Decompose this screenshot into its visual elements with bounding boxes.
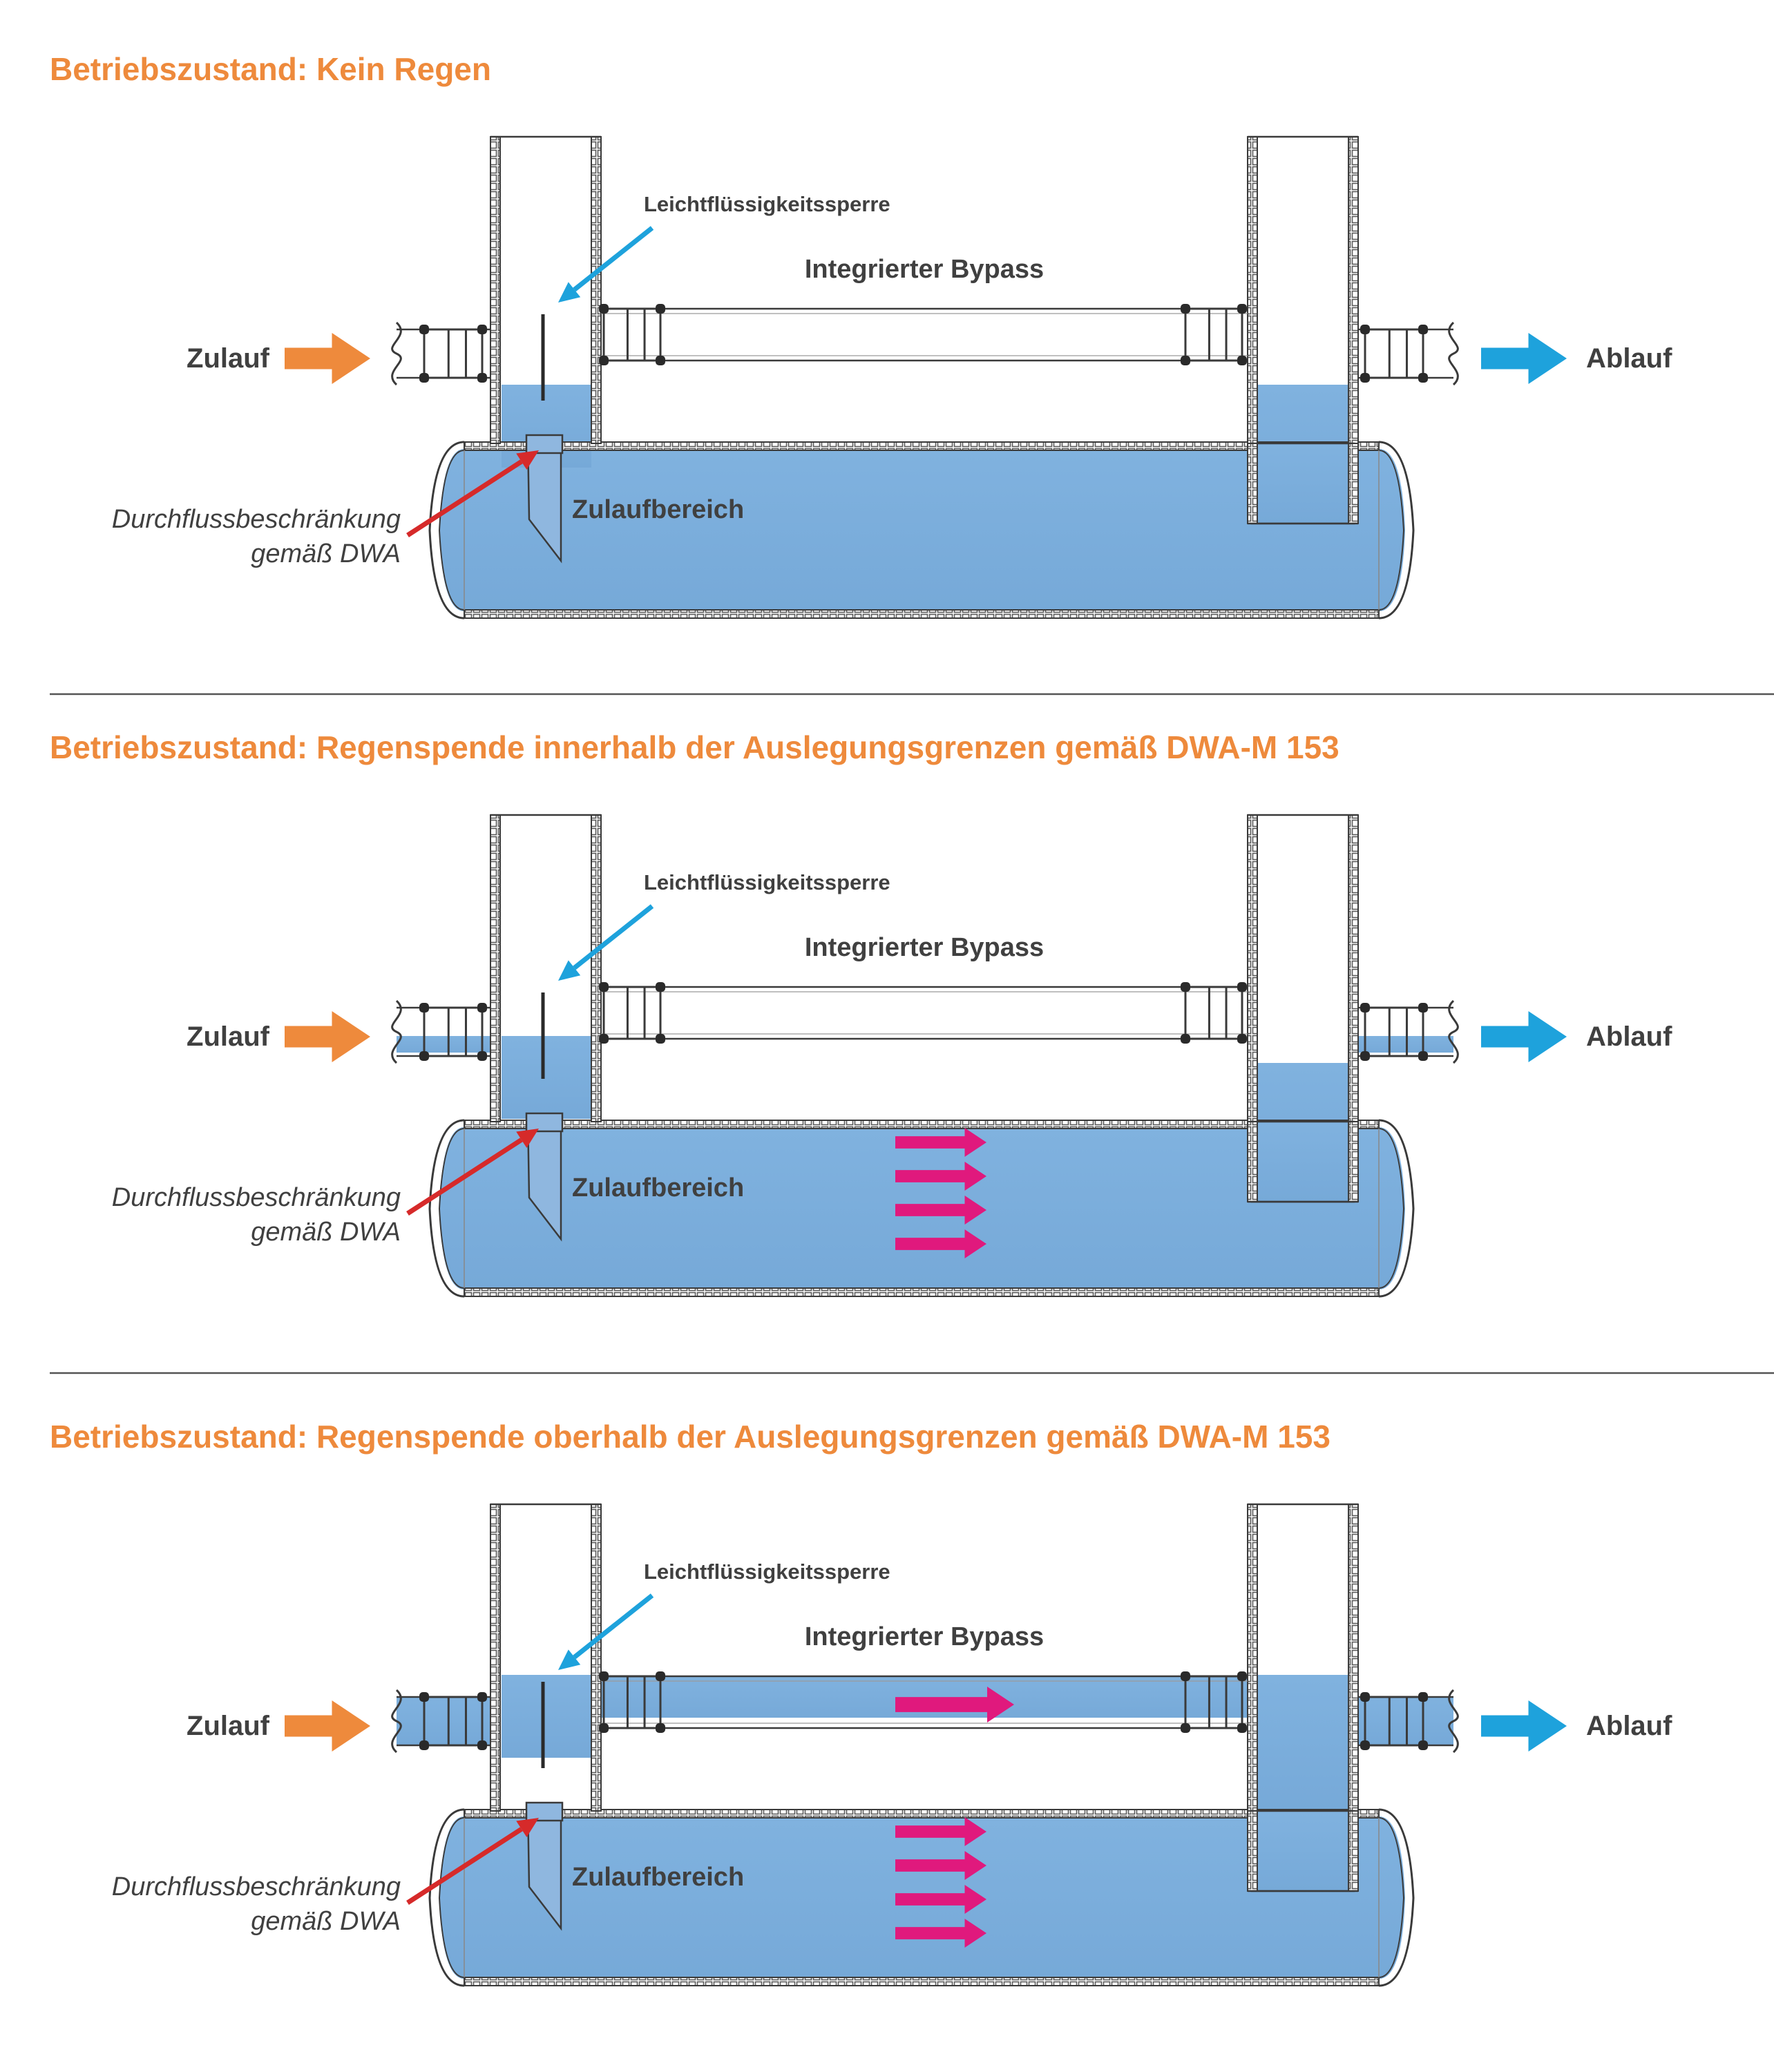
restrictor-label-line2: gemäß DWA	[251, 1218, 401, 1247]
outlet-coupling	[1360, 1692, 1428, 1750]
tank-flow-arrow	[895, 1851, 986, 1880]
outlet-pipe-end	[1448, 999, 1459, 1064]
separator-pointer-arrow	[558, 1593, 654, 1670]
tank-flow-arrow	[895, 1885, 986, 1914]
inlet-arrow	[285, 1700, 370, 1752]
tank-flow-arrow	[895, 1817, 986, 1846]
inlet-pipe-end	[391, 321, 402, 386]
panel-rain-above-limits: Betriebszustand: Regenspende oberhalb de…	[50, 1419, 1672, 1987]
restrictor-label-line1: Durchflussbeschränkung	[112, 1183, 401, 1212]
bypass-coupling-right	[1181, 982, 1247, 1044]
outlet-label: Ablauf	[1586, 1021, 1672, 1052]
bypass-flow-arrow	[895, 1687, 1014, 1723]
outlet-label: Ablauf	[1586, 1711, 1672, 1741]
panel-title: Betriebszustand: Regenspende innerhalb d…	[50, 729, 1339, 765]
dividers	[50, 693, 1774, 1374]
restrictor-label-line1: Durchflussbeschränkung	[112, 1872, 401, 1901]
bypass-coupling-right	[1181, 304, 1247, 365]
separator-label: Leichtflüssigkeitssperre	[644, 192, 890, 216]
tank-flow-arrow	[895, 1196, 986, 1225]
restrictor-pointer-arrow	[406, 1129, 539, 1216]
inlet-zone-label: Zulaufbereich	[572, 1173, 744, 1202]
bypass-coupling-right	[1181, 1671, 1247, 1733]
inlet-zone-label: Zulaufbereich	[572, 1863, 744, 1892]
tank-flow-arrow	[895, 1229, 986, 1258]
outlet-arrow	[1481, 1700, 1567, 1752]
inlet-pipe-end	[391, 1689, 402, 1754]
outlet-pipe-end	[1448, 321, 1459, 386]
inlet-coupling	[419, 1692, 487, 1750]
outlet-coupling	[1360, 325, 1428, 383]
restrictor-pointer-arrow	[406, 450, 539, 537]
separator-structure	[391, 135, 1459, 620]
outlet-arrow	[1481, 333, 1567, 384]
inlet-coupling	[419, 325, 487, 383]
bypass-coupling-left	[599, 982, 665, 1044]
outlet-coupling	[1360, 1003, 1428, 1061]
tank-flow-arrow	[895, 1128, 986, 1157]
inlet-label: Zulauf	[187, 1711, 270, 1741]
bypass-coupling-left	[599, 304, 665, 365]
separator-structure	[391, 1503, 1459, 1987]
separator-pointer-arrow	[558, 226, 654, 303]
outlet-pipe-end	[1448, 1689, 1459, 1754]
panel-title: Betriebszustand: Kein Regen	[50, 51, 491, 87]
inlet-arrow	[285, 333, 370, 384]
bypass-label: Integrierter Bypass	[805, 255, 1044, 284]
separator-label: Leichtflüssigkeitssperre	[644, 1560, 890, 1584]
bypass-label: Integrierter Bypass	[805, 933, 1044, 962]
bypass-label: Integrierter Bypass	[805, 1622, 1044, 1651]
water	[397, 1675, 1453, 1979]
inlet-coupling	[419, 1003, 487, 1061]
panel-title: Betriebszustand: Regenspende oberhalb de…	[50, 1419, 1330, 1455]
inlet-arrow	[285, 1011, 370, 1062]
separator-label: Leichtflüssigkeitssperre	[644, 870, 890, 894]
restrictor-pointer-arrow	[406, 1818, 539, 1905]
separator-structure	[391, 814, 1459, 1298]
inlet-label: Zulauf	[187, 343, 270, 374]
restrictor-label-line2: gemäß DWA	[251, 1907, 401, 1936]
inlet-pipe-end	[391, 999, 402, 1064]
panel-rain-within-limits: Betriebszustand: Regenspende innerhalb d…	[50, 729, 1672, 1298]
bypass-coupling-left	[599, 1671, 665, 1733]
separator-pointer-arrow	[558, 904, 654, 981]
tank-flow-arrow	[895, 1919, 986, 1948]
restrictor-label-line1: Durchflussbeschränkung	[112, 505, 401, 534]
tank-flow-arrow	[895, 1162, 986, 1191]
inlet-label: Zulauf	[187, 1021, 270, 1052]
outlet-label: Ablauf	[1586, 343, 1672, 374]
outlet-arrow	[1481, 1011, 1567, 1062]
restrictor-label-line2: gemäß DWA	[251, 539, 401, 568]
inlet-zone-label: Zulaufbereich	[572, 495, 744, 524]
